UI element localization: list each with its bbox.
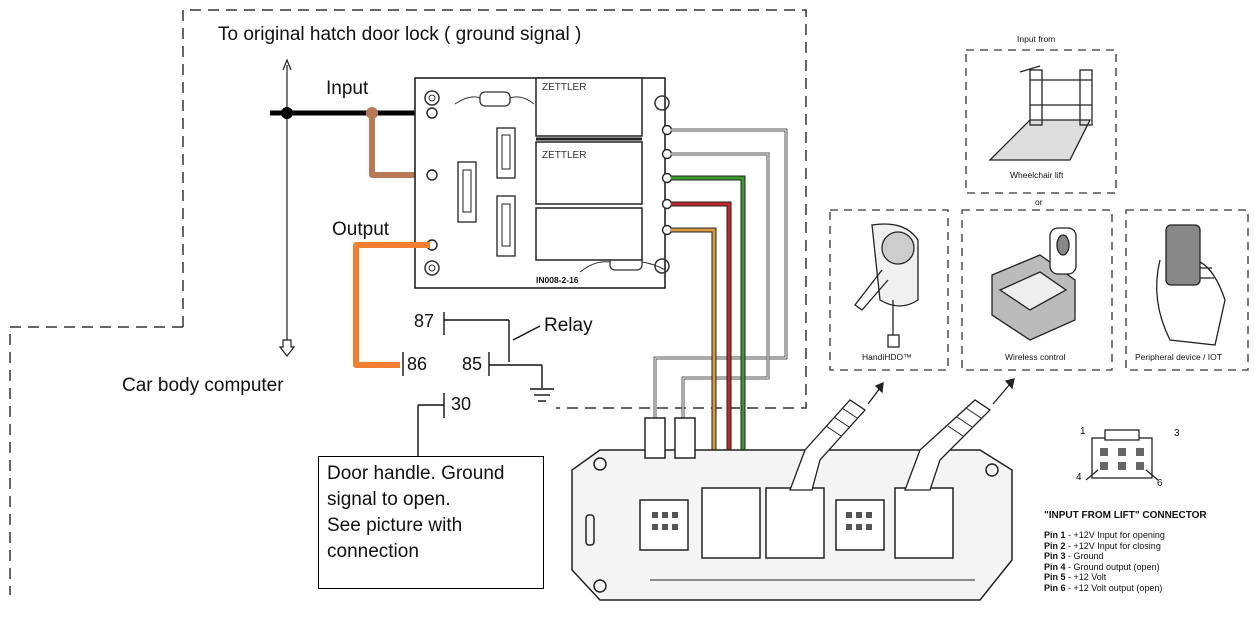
connector-pin-3: 3: [1174, 428, 1180, 439]
input-label: Input: [326, 78, 369, 99]
board-code: IN008-2-16: [536, 275, 579, 285]
input-brown-wire: [369, 113, 430, 178]
zettler-label-1: ZETTLER: [542, 82, 587, 93]
pin-row: Pin 5 - +12 Volt: [1044, 572, 1107, 583]
relay-pin-86: 86: [407, 354, 428, 374]
relay-label: Relay: [544, 315, 593, 336]
relay-board: [414, 77, 673, 289]
wireless-control-icon: [991, 227, 1077, 341]
note-line: Door handle. Ground: [327, 463, 505, 484]
pin-row: Pin 3 - Ground: [1044, 551, 1104, 562]
door-handle-note: Door handle. Ground signal to open. See …: [318, 456, 544, 589]
peripheral-device-label: Peripheral device / IOT: [1135, 352, 1222, 362]
note-line: See picture with: [327, 515, 463, 536]
connector-pin-6: 6: [1157, 478, 1163, 489]
relay-pin-87: 87: [414, 311, 435, 331]
handihdo-icon: [854, 223, 919, 348]
phone-hand-icon: [1156, 224, 1226, 346]
relay-schematic: [402, 312, 554, 456]
car-body-computer-label: Car body computer: [122, 375, 284, 396]
harness-wires: [653, 128, 788, 490]
connector-pin-4: 4: [1076, 472, 1082, 483]
lock-module: [571, 417, 1013, 601]
corrugated-cables: [789, 378, 1015, 491]
wheelchair-lift-icon: [988, 65, 1093, 161]
pin-row: Pin 6 - +12 Volt output (open): [1044, 582, 1163, 593]
relay-pin-30: 30: [451, 394, 472, 414]
pin-row: Pin 1 - +12V Input for opening: [1044, 530, 1165, 540]
dashed-boundary: [9, 9, 807, 595]
relay-pin-85: 85: [462, 354, 483, 374]
note-line: connection: [327, 541, 419, 562]
handihdo-label: HandiHDO™: [862, 352, 912, 362]
note-line: signal to open.: [327, 489, 451, 510]
connector-icon: [1085, 429, 1159, 481]
pin-list: Pin 1 - +12V Input for opening Pin 2 - +…: [1044, 530, 1165, 594]
input-from-label: Input from: [1017, 34, 1056, 44]
connector-title: "INPUT FROM LIFT" CONNECTOR: [1044, 510, 1207, 521]
connector-pin-1: 1: [1080, 426, 1086, 437]
or-label: or: [1035, 197, 1043, 207]
top-title: To original hatch door lock ( ground sig…: [218, 24, 582, 45]
output-label: Output: [332, 219, 390, 240]
pin-row: Pin 2 - +12V Input for closing: [1044, 540, 1161, 551]
down-arrow-icon: [278, 339, 296, 357]
wireless-control-label: Wireless control: [1005, 352, 1066, 362]
wheelchair-lift-label: Wheelchair lift: [1010, 170, 1064, 180]
output-orange-wire: [353, 242, 430, 368]
zettler-label-2: ZETTLER: [542, 150, 587, 161]
peripheral-boxes: [829, 49, 1249, 371]
signal-line: [278, 58, 296, 357]
pin-row: Pin 4 - Ground output (open): [1044, 561, 1160, 572]
